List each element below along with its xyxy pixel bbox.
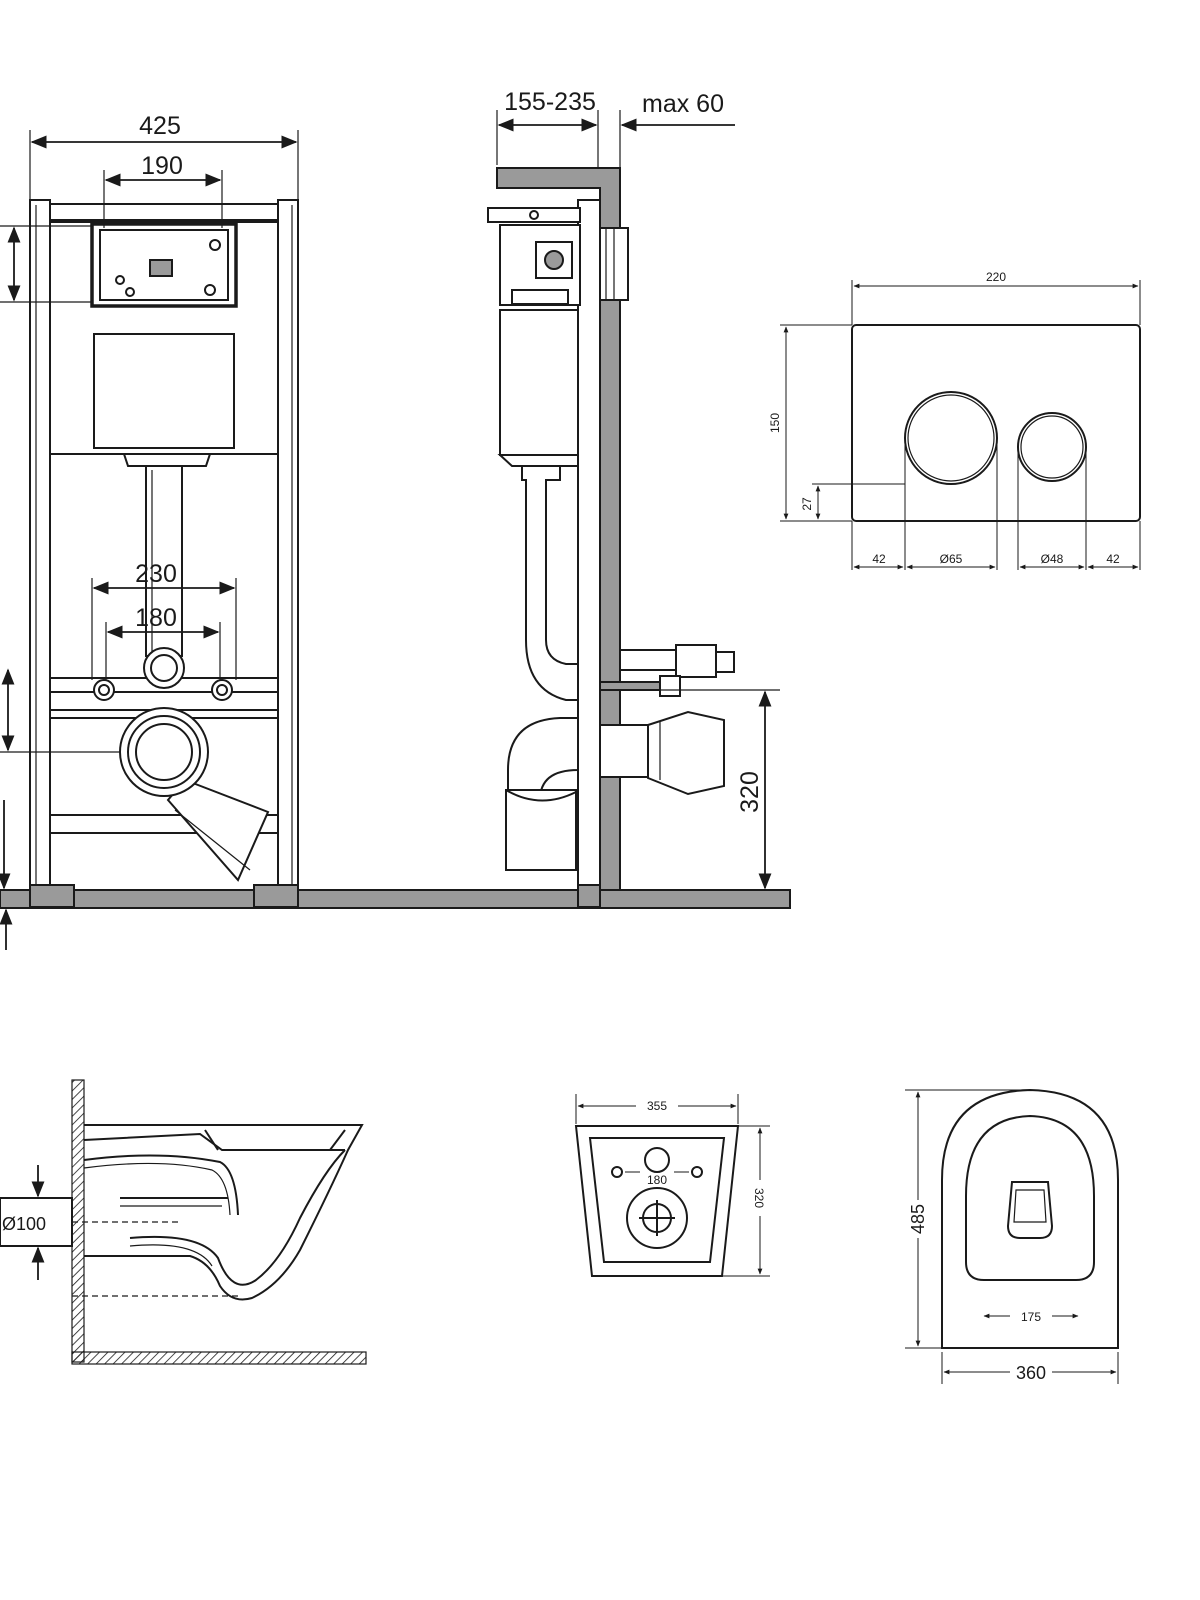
dim-top-seat: 175: [1021, 1310, 1041, 1324]
wall-hatched: [71, 1079, 85, 1363]
dim-back-bolt-spacing: 180: [647, 1173, 667, 1187]
bowl-top-view: 175 485 360: [905, 1088, 1119, 1384]
large-flush-button: [904, 391, 998, 485]
dim-bolt-inner: 180: [135, 604, 177, 632]
dim-max-60: max 60: [642, 90, 724, 118]
dim-plate-height: 150: [768, 413, 782, 433]
flush-plate: [851, 324, 1141, 522]
drain-outlet: [119, 707, 209, 797]
dim-large-button: Ø65: [940, 552, 963, 566]
frame-front-view: 425 190 230 180: [0, 112, 791, 950]
dim-small-button: Ø48: [1041, 552, 1064, 566]
floor-hatched: [71, 1351, 367, 1365]
dim-opening-width: 190: [141, 152, 183, 180]
dim-button-offset: 27: [800, 497, 814, 511]
dim-top-width: 360: [1016, 1363, 1046, 1383]
frame-left-upright: [29, 199, 51, 906]
flush-opening: [90, 222, 238, 308]
frame-side-view: 320 155-235 max 60: [487, 88, 780, 908]
dim-top-length: 485: [908, 1204, 928, 1234]
dim-depth-range: 155-235: [504, 88, 596, 116]
dim-frame-width: 425: [139, 112, 181, 140]
flush-plate-drawing: 220 150 27 42 Ø65 Ø48 42: [768, 270, 1141, 570]
dim-outlet-height: 320: [736, 771, 764, 813]
dim-plate-width: 220: [986, 270, 1006, 284]
bowl-top-outline: [941, 1088, 1119, 1349]
dim-left-margin: 42: [872, 552, 886, 566]
dim-back-width: 355: [647, 1099, 667, 1113]
dim-right-margin: 42: [1106, 552, 1120, 566]
dim-bolt-outer: 230: [135, 560, 177, 588]
floor-front: [0, 889, 791, 909]
dim-back-height: 320: [752, 1188, 766, 1208]
frame-right-upright: [277, 199, 299, 906]
dim-pipe-diameter: Ø100: [2, 1214, 46, 1234]
bowl-back-view: 180 355 320: [574, 1094, 770, 1277]
bowl-side-view: Ø100: [0, 1079, 367, 1365]
small-flush-button: [1017, 412, 1087, 482]
